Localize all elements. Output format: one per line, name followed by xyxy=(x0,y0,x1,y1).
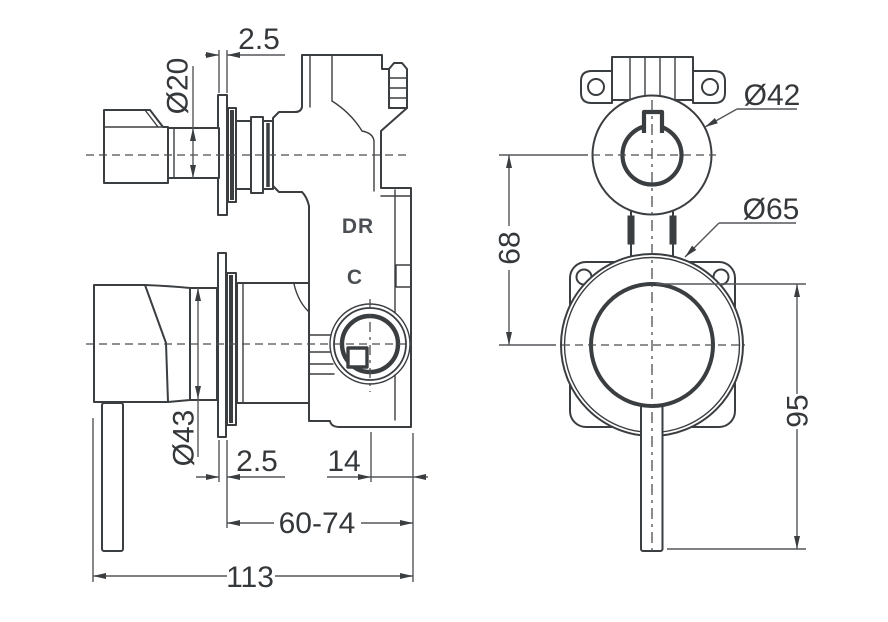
dim-outlet-offset-label: 14 xyxy=(327,445,360,478)
handle-cone xyxy=(144,284,218,403)
dim-flange-bottom-label: 2.5 xyxy=(236,445,278,478)
cartridge-sleeve xyxy=(236,282,310,404)
dim-centres-distance-label: 68 xyxy=(494,231,527,264)
dim-installation-depth-label: 60-74 xyxy=(279,507,356,540)
neck-clip-right xyxy=(669,215,677,245)
port-stub-lines xyxy=(308,334,335,375)
body-marking-dr: DR xyxy=(342,215,374,238)
dim-diverter-trim-label: Ø42 xyxy=(744,79,801,112)
dim-flange-top-label: 2.5 xyxy=(238,23,280,56)
neck-clip-left xyxy=(627,215,635,245)
handle-lever xyxy=(101,402,124,552)
front-view-dimensions: 68 95 Ø42 Ø65 xyxy=(494,79,815,550)
front-view: 68 95 Ø42 Ø65 xyxy=(494,56,815,556)
side-view: DR C xyxy=(86,23,428,594)
knob-detail xyxy=(103,109,164,128)
dim-handle-length-label: 95 xyxy=(782,394,815,427)
port-keyway xyxy=(346,346,369,369)
mounting-block xyxy=(611,56,694,101)
dim-stem-diameter-label: Ø20 xyxy=(162,58,195,115)
handle-wall-flange xyxy=(217,252,227,438)
outlet-hex-fitting xyxy=(388,62,408,109)
spindle-keyway-slot xyxy=(641,109,665,133)
dim-trim-plate-label: Ø65 xyxy=(743,193,800,226)
hex-flats xyxy=(388,77,408,99)
body-detail-lines xyxy=(309,54,412,421)
dim-handle-diameter-label: Ø43 xyxy=(168,410,201,467)
ear-hole-left xyxy=(587,78,605,96)
ear-hole-right xyxy=(701,78,719,96)
sleeve-fillet xyxy=(242,282,309,404)
body-marking-c: C xyxy=(347,266,363,289)
dim-overall-depth-label: 113 xyxy=(226,561,274,594)
mixer-handle-assembly xyxy=(93,252,237,552)
diverter-knob xyxy=(103,109,169,184)
mounting-block-ribs xyxy=(629,56,676,101)
side-view-dimensions: 2.5 Ø20 Ø43 2.5 14 60-74 xyxy=(92,23,428,594)
